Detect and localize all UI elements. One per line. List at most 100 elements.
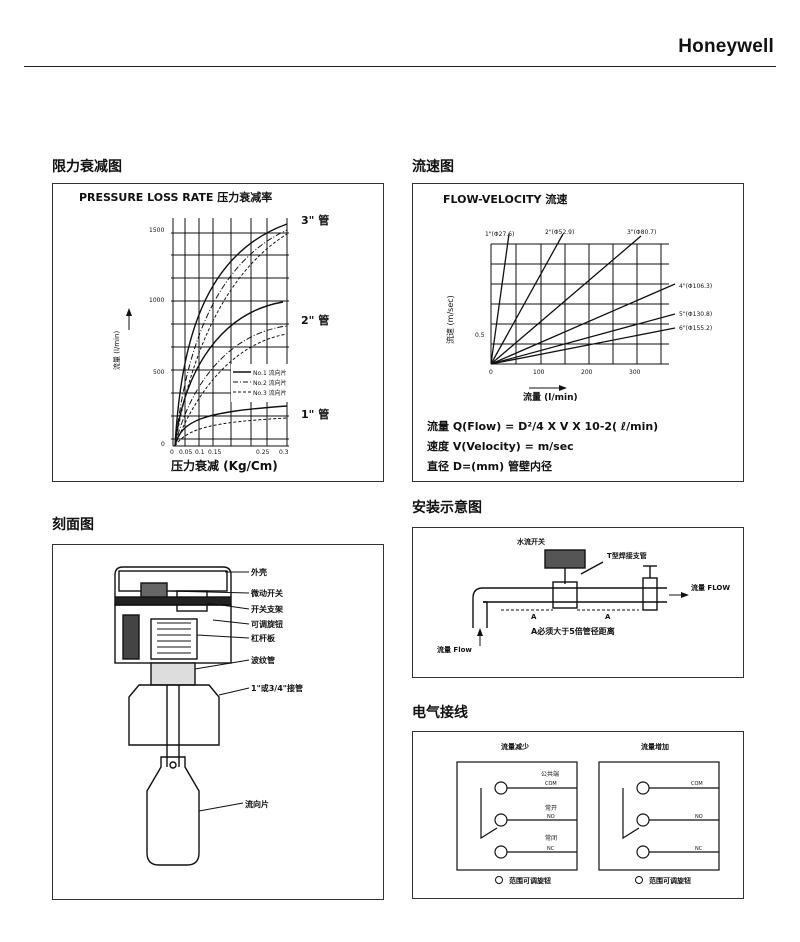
legend-no1: No.1 流向片	[253, 369, 287, 377]
right-switch-box	[598, 761, 720, 871]
flow-y-tick: 0.5	[475, 332, 485, 339]
x-tick-0: 0	[170, 449, 174, 456]
label-micro-switch: 微动开关	[250, 588, 283, 598]
brand-logo: Honeywell	[678, 36, 774, 57]
left-switch-box	[456, 761, 578, 871]
label-adjust-knob: 可调旋钮	[251, 619, 283, 629]
section-drawing-title: 刻面图	[52, 517, 94, 533]
right-adjust-knob-icon	[635, 876, 643, 884]
x-tick-005: 0.05	[179, 449, 193, 456]
install-diagram: 水流开关 T型焊接支管 A A 流量 FLOW A必须大于5倍管径距离 流量 F…	[437, 537, 730, 654]
curve-1in-no2	[174, 417, 288, 447]
flow-grid	[490, 243, 669, 365]
left-com-cn: 公共端	[541, 770, 559, 778]
left-adjust-label: 范围可调旋钮	[509, 876, 551, 885]
flow-line-6in	[490, 327, 676, 365]
curve-label-2in: 2" 管	[301, 313, 329, 327]
label-switch-bracket: 开关支架	[251, 604, 283, 614]
formula-diameter: 直径 D=(mm) 管壁内径	[427, 459, 552, 473]
curve-2in-no2	[174, 325, 288, 447]
flow-x-tick-300: 300	[629, 369, 641, 376]
flow-velocity-chart: FLOW-VELOCITY 流速 1"(Φ27.6) 2"(Φ52.9) 3"(…	[427, 192, 712, 473]
y-arrow-head	[126, 308, 132, 316]
curve-3in-no2	[174, 229, 288, 447]
flow-line-4in	[490, 283, 676, 365]
install-switch-label: 水流开关	[517, 537, 545, 546]
wiring-panel: 流量减少 流量增加 公共端 COM 常开 NO 常闭 NC COM	[412, 731, 744, 899]
x-tick-01: 0.1	[195, 449, 205, 456]
section-drawing-panel: 外壳 微动开关 开关支架 可调旋钮 杠杆板 波纹管 1"或3/4"接管 流向片	[52, 544, 384, 900]
x-tick-015: 0.15	[208, 449, 222, 456]
flow-line-2in	[490, 233, 564, 365]
curve-label-1in: 1" 管	[301, 407, 329, 421]
wiring-diagram: 流量减少 流量增加 公共端 COM 常开 NO 常闭 NC COM	[456, 742, 720, 885]
flow-x-tick-0: 0	[489, 369, 493, 376]
pipe-fitting	[128, 684, 220, 746]
label-paddle: 流向片	[245, 799, 269, 809]
label-pipe-fitting: 1"或3/4"接管	[251, 683, 303, 693]
bellows-ribs	[157, 622, 191, 654]
flow-lines	[490, 233, 676, 365]
main-pipe	[483, 587, 667, 603]
flow-chart-title: FLOW-VELOCITY 流速	[443, 192, 567, 206]
header-rule	[24, 66, 776, 67]
right-no-terminal	[636, 813, 650, 827]
wiring-left-title: 流量减少	[501, 742, 529, 751]
paddle-screw	[169, 761, 177, 769]
flow-line-3in	[490, 235, 642, 365]
pressure-chart-title: PRESSURE LOSS RATE 压力衰减率	[79, 190, 272, 204]
pressure-loss-chart: PRESSURE LOSS RATE 压力衰减率 1500 1000 500 0…	[79, 190, 329, 473]
section-drawing: 外壳 微动开关 开关支架 可调旋钮 杠杆板 波纹管 1"或3/4"接管 流向片	[114, 566, 303, 866]
flow-velocity-panel: FLOW-VELOCITY 流速 1"(Φ27.6) 2"(Φ52.9) 3"(…	[412, 183, 744, 482]
left-no: NO	[547, 814, 555, 820]
left-no-cn: 常开	[545, 804, 557, 812]
left-nc-terminal	[494, 845, 508, 859]
curve-2in-no1	[174, 301, 284, 447]
left-com: COM	[545, 781, 557, 787]
x-tick-03: 0.3	[279, 449, 289, 456]
formula-velocity: 速度 V(Velocity) = m/sec	[427, 439, 574, 453]
x-tick-025: 0.25	[256, 449, 270, 456]
pipe-label-4in: 4"(Φ106.3)	[679, 283, 712, 290]
curve-1in-no1	[174, 405, 288, 447]
flow-x-label: 流量 (l/min)	[523, 391, 578, 403]
pressure-legend: No.1 流向片 No.2 流向片 No.3 流向片	[231, 364, 293, 402]
curve-2in-no3	[174, 333, 288, 447]
label-housing: 外壳	[251, 567, 267, 577]
left-com-terminal	[494, 781, 508, 795]
adjust-knob-icons	[495, 876, 643, 884]
curve-3in-no1	[174, 223, 288, 447]
pipe-label-6in: 6"(Φ155.2)	[679, 325, 712, 332]
pipe-label-5in: 5"(Φ130.8)	[679, 311, 712, 318]
install-switch-box	[544, 549, 586, 569]
tee-fitting	[552, 581, 578, 609]
left-adjust-knob-icon	[495, 876, 503, 884]
right-com-terminal	[636, 781, 650, 795]
dim-a-right: A	[605, 613, 611, 621]
install-panel: 水流开关 T型焊接支管 A A 流量 FLOW A必须大于5倍管径距离 流量 F…	[412, 527, 744, 678]
install-flow-out: 流量 FLOW	[691, 583, 730, 592]
lever-plate	[150, 618, 198, 660]
right-nc-terminal	[636, 845, 650, 859]
left-switch	[456, 761, 578, 871]
pressure-loss-panel: PRESSURE LOSS RATE 压力衰减率 1500 1000 500 0…	[52, 183, 384, 482]
leader-lines	[166, 571, 250, 812]
switch-body	[114, 566, 232, 866]
formula-flow: 流量 Q(Flow) = D²/4 X V X 10-2( ℓ/min)	[427, 419, 658, 433]
install-note: A必须大于5倍管径距离	[531, 626, 615, 636]
install-tee-label: T型焊接支管	[607, 551, 647, 560]
wiring-section-title: 电气接线	[412, 705, 468, 721]
flow-y-label: 流速 (m/sec)	[445, 295, 455, 344]
housing-lid	[118, 570, 228, 592]
right-switch	[598, 761, 720, 871]
pressure-grid	[171, 218, 289, 447]
legend-no2: No.2 流向片	[253, 379, 287, 387]
left-nc: NC	[547, 846, 555, 852]
flow-x-tick-100: 100	[533, 369, 545, 376]
y-tick-500: 500	[153, 369, 165, 376]
left-nc-cn: 常闭	[545, 834, 557, 842]
bellows-tube	[150, 662, 196, 686]
elbow-pipe	[472, 587, 488, 628]
pipe-assembly	[472, 549, 667, 628]
pipe-label-2in: 2"(Φ52.9)	[545, 229, 574, 236]
